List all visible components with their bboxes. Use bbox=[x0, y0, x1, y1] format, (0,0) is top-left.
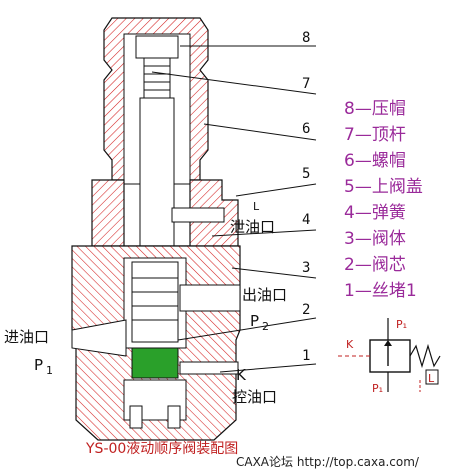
callout-4: 4 bbox=[302, 212, 310, 228]
inlet-port-sub: 1 bbox=[46, 364, 53, 377]
drawing-caption: YS-00液动顺序阀装配图 bbox=[85, 441, 238, 457]
upper-cover bbox=[91, 179, 239, 247]
inlet-port-p: P bbox=[34, 356, 43, 374]
outlet-port-label: 出油口 bbox=[242, 286, 287, 304]
legend-item-8: 8—压帽 bbox=[344, 99, 406, 119]
symbol-p1-top: P₁ bbox=[396, 318, 407, 331]
callout-1: 1 bbox=[302, 348, 310, 364]
parts-legend: 8—压帽 7—顶杆 6—螺帽 5—上阀盖 4—弹簧 3—阀体 2—阀芯 1—丝堵… bbox=[344, 99, 423, 301]
control-port-label: 控油口 bbox=[232, 388, 277, 406]
callout-numbers: 8 7 6 5 4 3 2 1 bbox=[302, 30, 310, 364]
legend-item-5: 5—上阀盖 bbox=[344, 177, 423, 197]
watermark: CAXA论坛 http://top.caxa.com/ bbox=[236, 455, 420, 469]
callout-3: 3 bbox=[302, 260, 310, 276]
callout-7: 7 bbox=[302, 76, 310, 92]
plug bbox=[123, 379, 187, 429]
callout-8: 8 bbox=[302, 30, 310, 46]
outlet-port-sub: 2 bbox=[262, 320, 269, 333]
inlet-port-label: 进油口 bbox=[4, 328, 49, 346]
legend-item-1: 1—丝堵1 bbox=[344, 281, 417, 301]
control-port-letter: K bbox=[236, 366, 247, 384]
legend-item-6: 6—螺帽 bbox=[344, 151, 406, 171]
push-rod bbox=[135, 35, 179, 249]
drain-port-letter: L bbox=[253, 200, 260, 213]
leader-lines bbox=[151, 45, 317, 373]
outlet-port-p: P bbox=[250, 312, 259, 330]
symbol-p1-bottom: P₁ bbox=[372, 382, 383, 395]
legend-item-7: 7—顶杆 bbox=[344, 125, 406, 145]
hydraulic-symbol: P₁ K P₁ L bbox=[338, 318, 441, 395]
drain-port-label: 泄油口 bbox=[230, 218, 275, 236]
callout-2: 2 bbox=[302, 302, 310, 318]
legend-item-3: 3—阀体 bbox=[344, 229, 406, 249]
port-labels: L 泄油口 出油口 P 2 进油口 P 1 K 控油口 bbox=[4, 200, 287, 406]
symbol-l: L bbox=[428, 372, 435, 385]
callout-6: 6 bbox=[302, 121, 310, 137]
legend-item-4: 4—弹簧 bbox=[344, 203, 406, 223]
symbol-k: K bbox=[346, 338, 354, 351]
valve-spool bbox=[131, 261, 179, 379]
legend-item-2: 2—阀芯 bbox=[344, 255, 406, 275]
callout-5: 5 bbox=[302, 166, 310, 182]
